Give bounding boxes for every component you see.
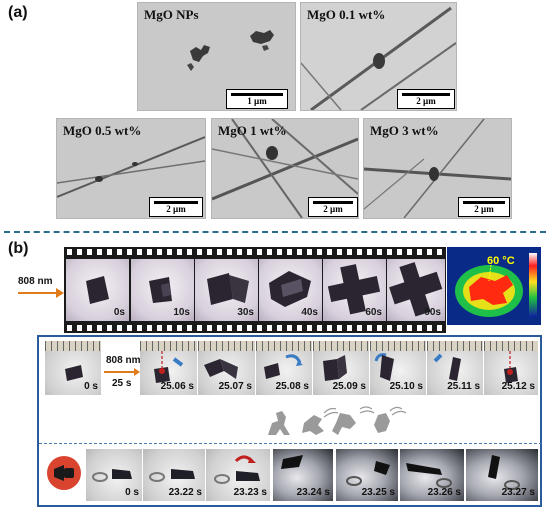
film-frame: 40s (259, 259, 322, 321)
tem-image-mgo-0-5: MgO 0.5 wt% 2 µm (56, 118, 206, 219)
sequence-photo: 25.10 s (370, 341, 426, 395)
sequence-photo: 23.26 s (400, 449, 464, 501)
sequence-photo: 23.27 s (466, 449, 538, 501)
panel-b-label: (b) (8, 240, 29, 257)
scale-bar: 1 µm (226, 89, 288, 109)
film-frame: 10s (131, 259, 194, 321)
laser-arrow-icon (104, 368, 140, 376)
sequence-photo: 23.23 s (206, 449, 270, 501)
tem-label: MgO 0.1 wt% (307, 7, 386, 22)
nanofibers (364, 119, 511, 218)
scale-bar: 2 µm (397, 89, 455, 109)
sequence-photo: 25.11 s (427, 341, 483, 395)
scale-bar: 2 µm (308, 197, 358, 217)
thermal-image: 60 °C (447, 247, 541, 325)
laser-label: 808 nm (106, 355, 141, 366)
sequence-photo: 0 s (86, 449, 142, 501)
sequence-photo: 0 s (45, 341, 101, 395)
section-divider (4, 231, 546, 233)
film-strip: 0s 10s 30s 40s 60s 90s (64, 247, 446, 333)
film-frame: 0s (66, 259, 129, 321)
sequence-photo: 25.06 s (140, 341, 197, 395)
sequence-photo: 23.22 s (143, 449, 205, 501)
film-frame: 30s (195, 259, 258, 321)
flashlight-icon (47, 456, 81, 490)
film-frame: 90s (387, 259, 445, 321)
sequence-photo: 23.25 s (336, 449, 398, 501)
laser-label: 808 nm (18, 276, 53, 287)
tem-label: MgO 0.5 wt% (63, 123, 142, 138)
row-divider (39, 443, 542, 444)
sequence-photo: 25.09 s (313, 341, 369, 395)
thermal-temp-label: 60 °C (487, 255, 515, 267)
nanofibers (57, 136, 205, 198)
nanofibers (212, 119, 358, 218)
nanoparticle-clusters (187, 30, 274, 71)
tem-image-mgo-3: MgO 3 wt% 2 µm (363, 118, 512, 219)
tem-image-mgo-0-1: MgO 0.1 wt% 2 µm (300, 2, 457, 111)
tem-label: MgO 1 wt% (218, 123, 287, 138)
tem-image-mgo-1: MgO 1 wt% 2 µm (211, 118, 359, 219)
scale-bar: 2 µm (458, 197, 510, 217)
panel-a-label: (a) (8, 4, 28, 21)
nanofibers (301, 6, 456, 110)
tem-image-mgo-nps: MgO NPs 1 µm (137, 2, 296, 111)
tem-label: MgO NPs (144, 7, 199, 22)
jumping-silhouettes (268, 406, 407, 435)
film-frame: 60s (323, 259, 386, 321)
sequence-photo: 23.24 s (273, 449, 333, 501)
laser-arrow-icon (18, 288, 64, 298)
sequence-photo: 25.12 s (484, 341, 538, 395)
sequence-photo: 25.07 s (198, 341, 255, 395)
scale-bar: 2 µm (149, 197, 203, 217)
sequence-photo: 25.08 s (256, 341, 312, 395)
laser-duration: 25 s (112, 378, 132, 389)
tem-label: MgO 3 wt% (370, 123, 439, 138)
